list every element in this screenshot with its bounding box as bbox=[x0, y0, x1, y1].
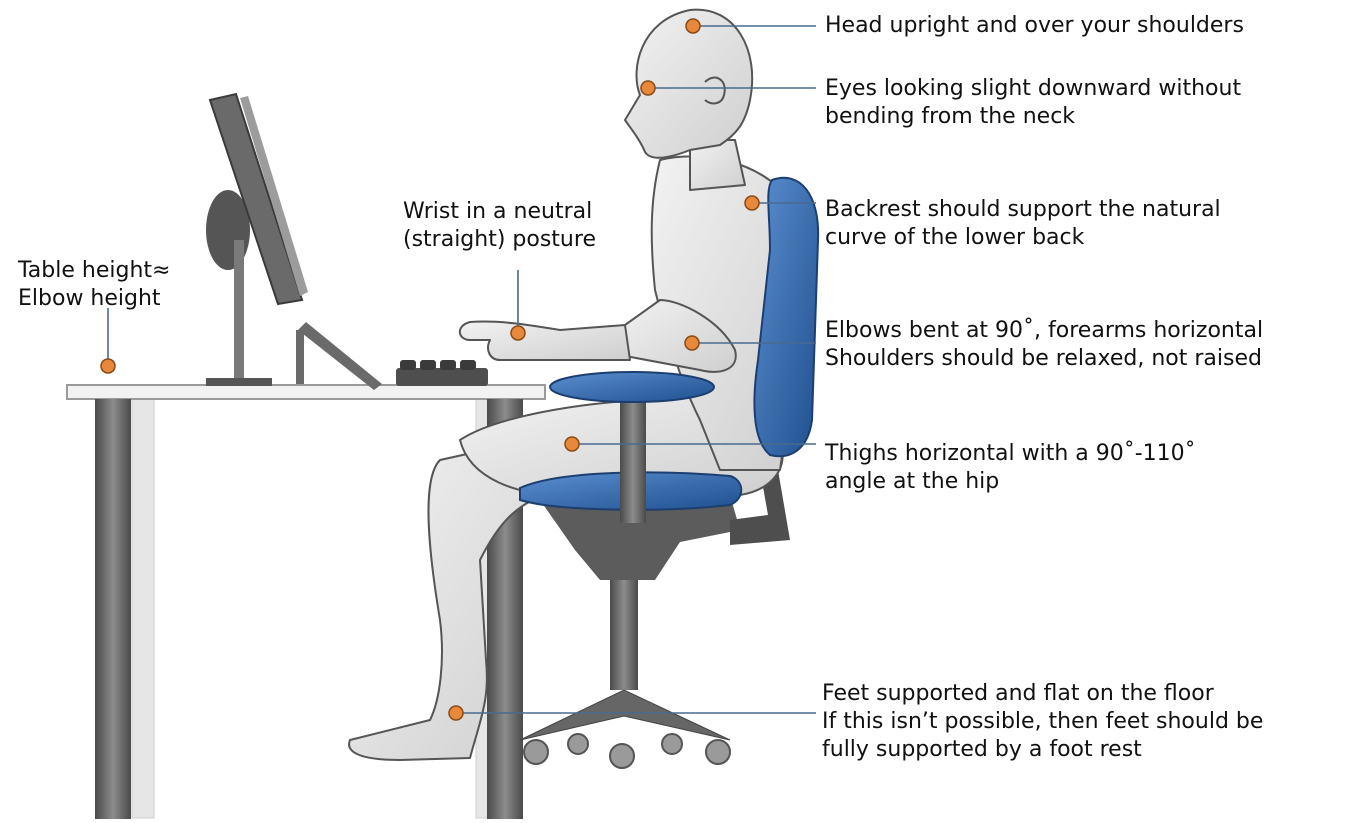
label-wrist-line: (straight) posture bbox=[403, 227, 596, 252]
marker-wrist bbox=[510, 325, 526, 341]
desk-front-leg-left bbox=[95, 399, 131, 819]
chair-wheel bbox=[661, 733, 683, 755]
marker-table bbox=[100, 358, 116, 374]
label-feet: Feet supported and flat on the floor If … bbox=[822, 680, 1263, 764]
label-feet-line: Feet supported and flat on the floor bbox=[822, 681, 1214, 706]
label-eyes: Eyes looking slight downward without ben… bbox=[825, 75, 1241, 131]
label-head-line: Head upright and over your shoulders bbox=[825, 13, 1244, 38]
marker-feet bbox=[448, 705, 464, 721]
chair-back-bracket bbox=[730, 470, 790, 545]
label-elbows: Elbows bent at 90˚, forearms horizontal … bbox=[825, 317, 1263, 373]
figure-forearm-hand bbox=[458, 320, 631, 361]
monitor-stand-arm bbox=[298, 322, 382, 390]
label-table: Table height≈ Elbow height bbox=[18, 257, 170, 313]
marker-head bbox=[685, 18, 701, 34]
label-wrist: Wrist in a neutral (straight) posture bbox=[403, 198, 596, 254]
figure-upper-arm bbox=[619, 299, 737, 373]
keyboard bbox=[396, 360, 488, 386]
label-thighs: Thighs horizontal with a 90˚-110˚ angle … bbox=[825, 440, 1196, 496]
monitor-screen bbox=[208, 92, 304, 306]
label-table-line: Elbow height bbox=[18, 286, 161, 311]
markers bbox=[100, 18, 760, 721]
chair-wheel bbox=[567, 733, 589, 755]
monitor bbox=[206, 92, 382, 390]
label-eyes-line: Eyes looking slight downward without bbox=[825, 76, 1242, 101]
marker-backrest bbox=[744, 195, 760, 211]
chair-wheel bbox=[609, 743, 635, 769]
leader-lines bbox=[107, 25, 816, 714]
label-elbows-line: Elbows bent at 90˚, forearms horizontal bbox=[825, 318, 1264, 343]
monitor-pole bbox=[234, 240, 244, 380]
chair-base-pole bbox=[610, 570, 638, 690]
desk-top bbox=[66, 384, 546, 400]
label-thighs-line: angle at the hip bbox=[825, 469, 1000, 494]
marker-eyes bbox=[640, 80, 656, 96]
label-elbows-line: Shoulders should be relaxed, not raised bbox=[825, 346, 1262, 371]
office-chair-front bbox=[519, 176, 820, 523]
label-thighs-line: Thighs horizontal with a 90˚-110˚ bbox=[825, 441, 1196, 466]
chair-wheel bbox=[523, 739, 549, 765]
monitor-stand-post bbox=[296, 330, 304, 384]
monitor-screen-face bbox=[240, 96, 308, 296]
label-head: Head upright and over your shoulders bbox=[825, 12, 1244, 40]
label-backrest-line: Backrest should support the natural bbox=[825, 197, 1221, 222]
chair-armrest bbox=[549, 371, 715, 403]
ear-icon bbox=[704, 76, 726, 105]
label-feet-line: fully supported by a foot rest bbox=[822, 737, 1142, 762]
chair-base-spokes bbox=[519, 689, 731, 741]
label-eyes-line: bending from the neck bbox=[825, 104, 1076, 129]
office-chair bbox=[519, 470, 790, 769]
monitor-base bbox=[206, 378, 272, 386]
chair-wheel bbox=[705, 739, 731, 765]
label-wrist-line: Wrist in a neutral bbox=[403, 199, 593, 224]
figure-leg bbox=[348, 439, 561, 761]
label-backrest: Backrest should support the natural curv… bbox=[825, 196, 1221, 252]
chair-armrest-post bbox=[620, 395, 646, 523]
desk-back-leg bbox=[131, 397, 155, 819]
chair-seat-mechanism bbox=[540, 495, 740, 580]
label-backrest-line: curve of the lower back bbox=[825, 225, 1085, 250]
label-feet-line: If this isn’t possible, then feet should… bbox=[822, 709, 1264, 734]
label-table-line: Table height≈ bbox=[18, 258, 171, 283]
figure-head bbox=[624, 8, 754, 159]
marker-thighs bbox=[564, 436, 580, 452]
marker-elbows bbox=[684, 335, 700, 351]
